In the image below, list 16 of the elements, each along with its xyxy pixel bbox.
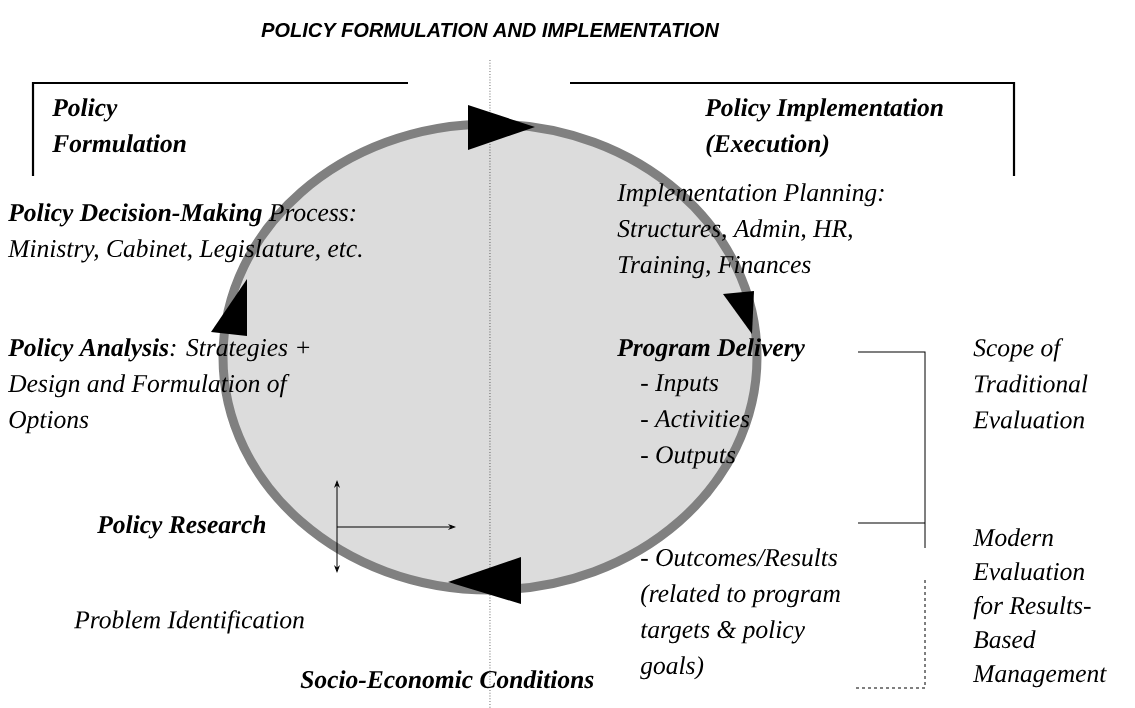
stage-label: Policy Research [97, 515, 266, 539]
stage-label: Problem Identification [74, 610, 304, 634]
phase-heading: Policy Formulation [52, 98, 186, 153]
stage-label: Socio-Economic Conditions [300, 670, 594, 689]
stage-label: Program Delivery [617, 338, 805, 362]
list-item: - Outputs [641, 446, 736, 469]
stage-label: Implementation Planning: Structures, Admin, HR, Training, Finances [617, 183, 884, 279]
list-item: - Inputs [641, 374, 719, 397]
list-item: - Outcomes/Results (related to program targets & policy goals) [640, 548, 840, 680]
list-item: - Activities [641, 410, 750, 428]
title: POLICY FORMULATION AND IMPLEMENTATION [261, 22, 720, 38]
bracket-label: Scope of Traditional Evaluation [972, 338, 1088, 429]
bracket-label: Modern Evaluation for Results-Based Management [972, 528, 1107, 688]
phase-heading: Policy Implementation (Execution) [705, 98, 943, 158]
stage-label: Policy Analysis: Strategies + Design and Formulation of Options [7, 338, 310, 434]
stage-label: Policy Decision-Making Process: Ministry, Cabinet, Legislature, etc. [7, 203, 362, 263]
